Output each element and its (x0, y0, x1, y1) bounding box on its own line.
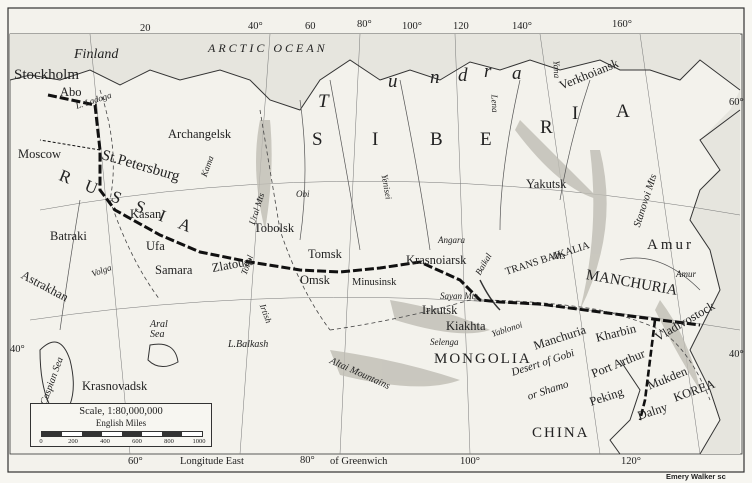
region-letter: B (430, 129, 443, 150)
mountain-ranges (256, 120, 700, 390)
city-kasan: Kasan (130, 207, 162, 221)
pacific-shade (690, 90, 740, 454)
city-ufa: Ufa (146, 239, 165, 253)
city-kiakhta: Kiakhta (446, 319, 486, 333)
top-degree-label: 160° (612, 19, 632, 30)
left-latitude-label: 40° (10, 344, 25, 355)
region-letter: I (572, 103, 579, 124)
tundra-letter: d (458, 65, 468, 86)
top-degree-label: 100° (402, 21, 422, 32)
railway-branch-moscow (39, 139, 101, 151)
city-krasnovadsk: Krasnovadsk (82, 379, 148, 393)
city-omsk: Omsk (300, 273, 330, 287)
river-selenga: Selenga (430, 337, 459, 347)
tundra-letter: n (430, 67, 440, 88)
city-minusinsk: Minusinsk (352, 277, 397, 288)
sayan-mountains-label: Sayan Mts (440, 291, 478, 301)
region-letter: E (480, 129, 492, 150)
river-lena: Lena (489, 94, 501, 113)
region-mongolia: MONGOLIA (434, 351, 532, 367)
lake-balkash-label: L.Balkash (228, 339, 269, 350)
region-amur: Amur (647, 237, 694, 253)
river-yana: Yana (551, 60, 563, 79)
tundra-letter: r (484, 61, 492, 82)
city-archangelsk: Archangelsk (168, 127, 232, 141)
city-tomsk: Tomsk (308, 247, 342, 261)
top-degree-label: 40° (248, 21, 263, 32)
region-letter: I (372, 129, 379, 150)
right-latitude-label-top: 60° (729, 97, 744, 108)
ocean-label: ARCTIC OCEAN (208, 41, 328, 55)
tundra-letter: T (318, 91, 329, 112)
map-frame (7, 7, 745, 473)
scale-tick: 200 (68, 438, 78, 445)
river-obi: Obi (296, 189, 310, 199)
trans-baikalia-mts-label: Mts (552, 251, 566, 261)
bottom-caption-left: Longitude East (180, 456, 244, 467)
right-latitude-label: 40° (729, 349, 744, 360)
river-angara: Angara (438, 235, 465, 245)
graticule (29, 33, 741, 455)
bottom-degree-label: 120° (621, 456, 641, 467)
railway-branch-south (638, 319, 657, 421)
city-krasnoiarsk: Krasnoiarsk (406, 253, 467, 267)
trans-siberian-railway (47, 93, 701, 327)
city-abo: Abo (60, 85, 82, 99)
rivers (59, 79, 701, 331)
bottom-degree-label: 60° (128, 456, 143, 467)
tundra-letter: u (388, 71, 398, 92)
river-amur: Amur (676, 269, 696, 279)
scale-tick: 600 (132, 438, 142, 445)
region-finland: Finland (74, 47, 119, 62)
bottom-degree-label: 100° (460, 456, 480, 467)
city-batraki: Batraki (50, 229, 87, 243)
arctic-ocean-shade (10, 34, 740, 110)
region-letter: A (616, 101, 630, 122)
city-moscow: Moscow (18, 147, 62, 161)
engraver-credit: Emery Walker sc (666, 472, 726, 481)
scale-title: Scale, 1:80,000,000 (79, 406, 163, 417)
top-degree-label: 60 (305, 21, 316, 32)
scale-tick: 400 (100, 438, 110, 445)
scale-tick: 1000 (192, 438, 206, 445)
region-letter: S (312, 129, 323, 150)
scale-tick: 0 (39, 438, 43, 445)
borders (99, 89, 711, 401)
city-irkutsk: Irkutsk (422, 303, 458, 317)
bottom-caption-deg: 80° (300, 455, 315, 466)
bottom-caption-right: of Greenwich (330, 456, 388, 467)
scale-legend: Scale, 1:80,000,000 English Miles 0 200 … (30, 403, 212, 447)
city-yakutsk: Yakutsk (526, 177, 567, 191)
aral-sea-label: Aral Sea (150, 319, 168, 340)
city-stockholm: Stockholm (14, 67, 80, 83)
tundra-letter: a (512, 63, 522, 84)
scale-units: English Miles (95, 418, 147, 428)
top-degree-label: 140° (512, 21, 532, 32)
top-degree-label: 120 (453, 21, 469, 32)
top-degree-label: 20 (140, 23, 151, 34)
scale-tick: 800 (164, 438, 174, 445)
region-letter: R (540, 117, 553, 138)
region-china: CHINA (532, 425, 590, 441)
coastlines (9, 59, 741, 455)
scale-bar (41, 431, 203, 437)
top-degree-label: 80° (357, 19, 372, 30)
city-samara: Samara (155, 263, 193, 277)
city-tobolsk: Tobolsk (254, 221, 295, 235)
